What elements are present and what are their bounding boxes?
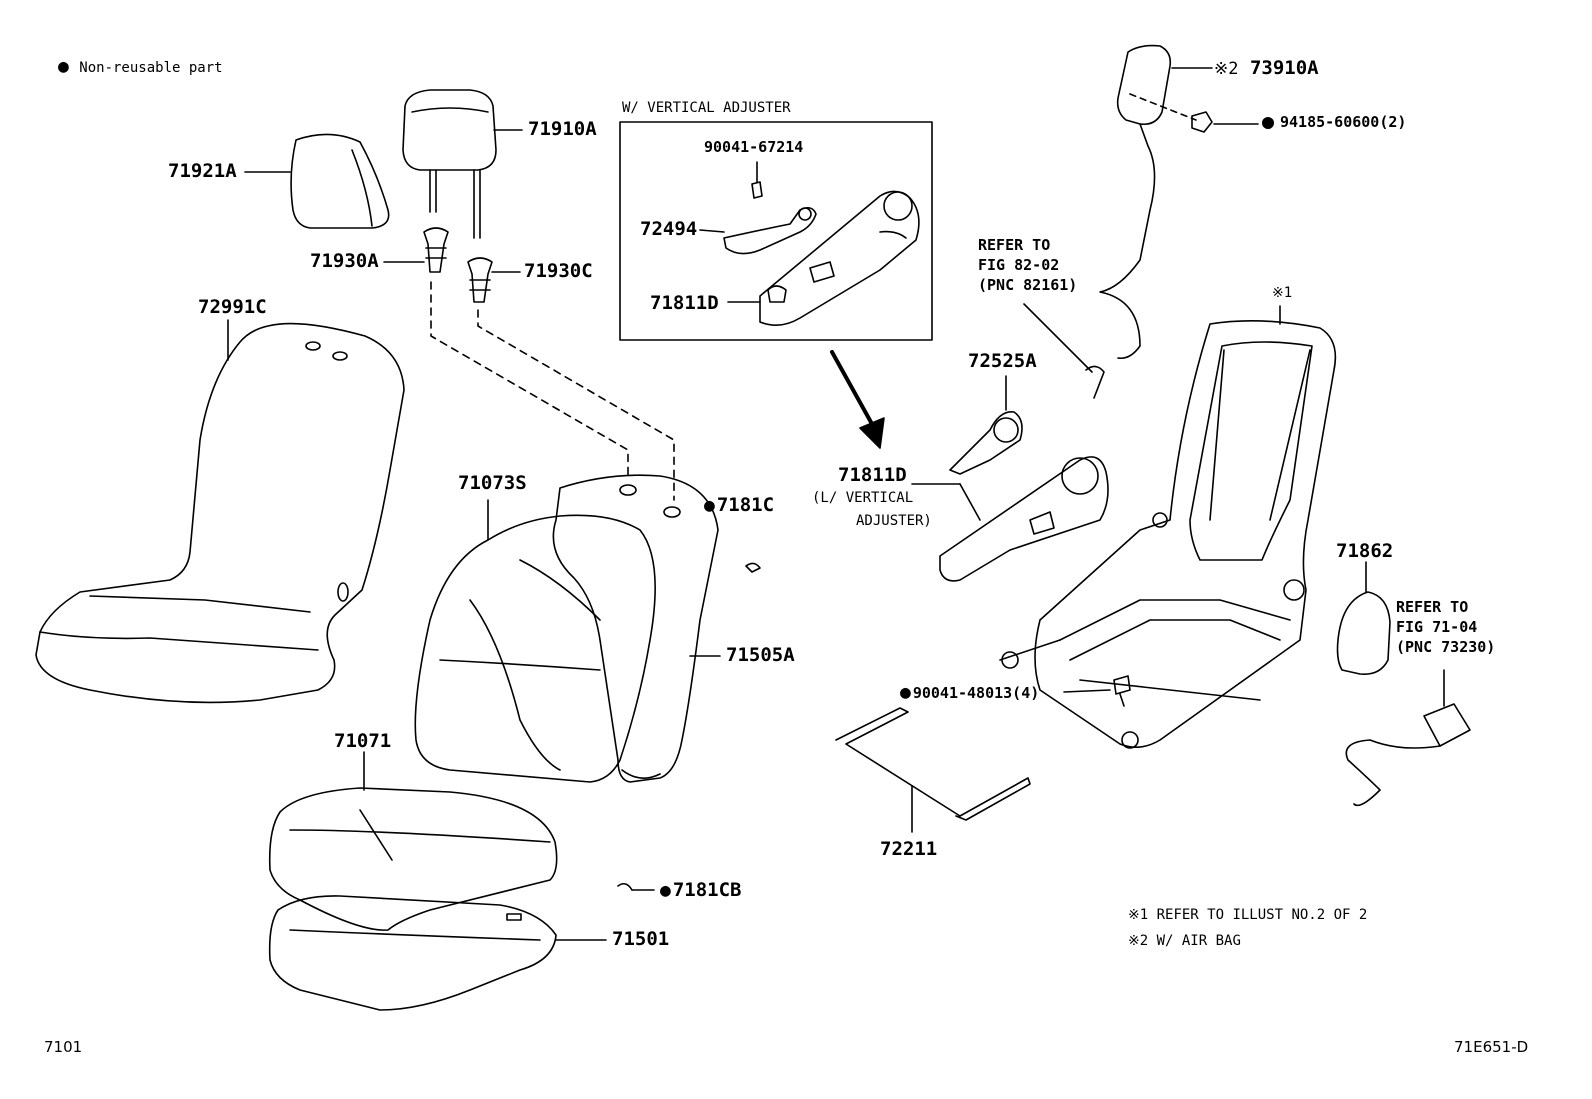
label-90041-48013-text: 90041-48013(4) — [912, 684, 1040, 702]
refer-71-04-line2: FIG 71-04 — [1396, 618, 1478, 636]
label-71811D-note2: ADJUSTER) — [856, 513, 932, 529]
label-90041-67214: 90041-67214 — [704, 138, 804, 156]
label-71910A: 71910A — [528, 118, 597, 140]
lever-72494-shape — [723, 206, 817, 255]
bullet-7181C: ● — [704, 495, 715, 516]
refer-71-04-line1: REFER TO — [1396, 598, 1469, 616]
label-71862: 71862 — [1336, 540, 1394, 562]
footer-left: 7101 — [44, 1038, 83, 1056]
refer-71-04-line3: (PNC 73230) — [1396, 638, 1496, 656]
vertical-adjuster-box — [619, 121, 933, 341]
note-2: ※2 W/ AIR BAG — [1128, 933, 1241, 949]
label-71930A: 71930A — [310, 250, 379, 272]
label-72991C: 72991C — [198, 296, 267, 318]
seatback-cover-71073S-shape — [414, 514, 656, 783]
guide-71930C-shape — [467, 257, 493, 303]
footer-right: 71E651-D — [1454, 1038, 1529, 1056]
lever-72525A-shape — [949, 411, 1023, 475]
label-7181C-text: 7181C — [716, 494, 775, 516]
label-71071: 71071 — [334, 730, 392, 752]
seatback-pad-71505A-shape — [552, 474, 719, 783]
wire-72211-shape — [835, 707, 1031, 821]
label-71921A: 71921A — [168, 160, 237, 182]
legend-text: Non-reusable part — [79, 60, 223, 76]
label-7181CB-text: 7181CB — [672, 879, 742, 901]
label-73910A: ※2 73910A — [1214, 59, 1319, 78]
label-71505A: 71505A — [726, 644, 795, 666]
label-72525A: 72525A — [968, 350, 1037, 372]
box-title: W/ VERTICAL ADJUSTER — [622, 100, 791, 116]
frame-mark: ※1 — [1272, 285, 1293, 301]
airbag-73910A-shape — [1116, 44, 1172, 126]
label-72211: 72211 — [880, 838, 938, 860]
refer-82-02-line2: FIG 82-02 — [978, 256, 1060, 274]
buckle-shape — [1423, 703, 1471, 747]
label-73910A-text: 73910A — [1249, 57, 1319, 79]
note-1: ※1 REFER TO ILLUST NO.2 OF 2 — [1128, 907, 1368, 923]
label-71811D: 71811D — [838, 464, 907, 486]
refer-82-02-line3: (PNC 82161) — [978, 276, 1078, 294]
legend: ● Non-reusable part — [58, 58, 223, 76]
guide-71930A-shape — [423, 227, 449, 273]
label-71930C: 71930C — [524, 260, 593, 282]
bracket-71811D-shape — [939, 456, 1109, 582]
label-71501: 71501 — [612, 928, 670, 950]
cover-71862-shape — [1336, 591, 1391, 676]
clip-7181C-shape — [745, 562, 761, 573]
refer-82-02-line1: REFER TO — [978, 236, 1051, 254]
nut-94185-shape — [1191, 111, 1213, 133]
label-7181CB: ●7181CB — [660, 881, 741, 900]
label-72494: 72494 — [640, 218, 698, 240]
mark-73910A: ※2 — [1214, 59, 1239, 79]
headrest-71921A-shape — [290, 133, 390, 229]
seat-frame-shape — [1034, 320, 1337, 748]
refer-71-04: REFER TO FIG 71-04 (PNC 73230) — [1396, 600, 1495, 655]
label-71811D-note1: (L/ VERTICAL — [812, 490, 914, 506]
bullet-7181CB: ● — [660, 880, 671, 901]
headrest-71910A-shape — [402, 89, 497, 171]
clip-7181CB-shape — [617, 882, 633, 891]
label-90041-48013: ●90041-48013(4) — [900, 684, 1039, 702]
label-71811D-box: 71811D — [650, 292, 719, 314]
bracket-71811D-box-shape — [759, 190, 920, 326]
seat-cushion-pad-71501-shape — [268, 895, 557, 1011]
seatback-cover-72991C-shape — [35, 322, 405, 704]
bullet-90041-48013: ● — [900, 682, 911, 703]
seat-cushion-cover-71071-shape — [268, 787, 558, 931]
label-71073S: 71073S — [458, 472, 527, 494]
label-94185-60600: 94185-60600(2) — [1280, 113, 1407, 131]
label-7181C: ●7181C — [704, 496, 774, 515]
refer-82-02: REFER TO FIG 82-02 (PNC 82161) — [978, 238, 1077, 293]
bolt-90041-48013-shape — [1113, 675, 1131, 695]
legend-bullet: ● — [58, 56, 69, 77]
